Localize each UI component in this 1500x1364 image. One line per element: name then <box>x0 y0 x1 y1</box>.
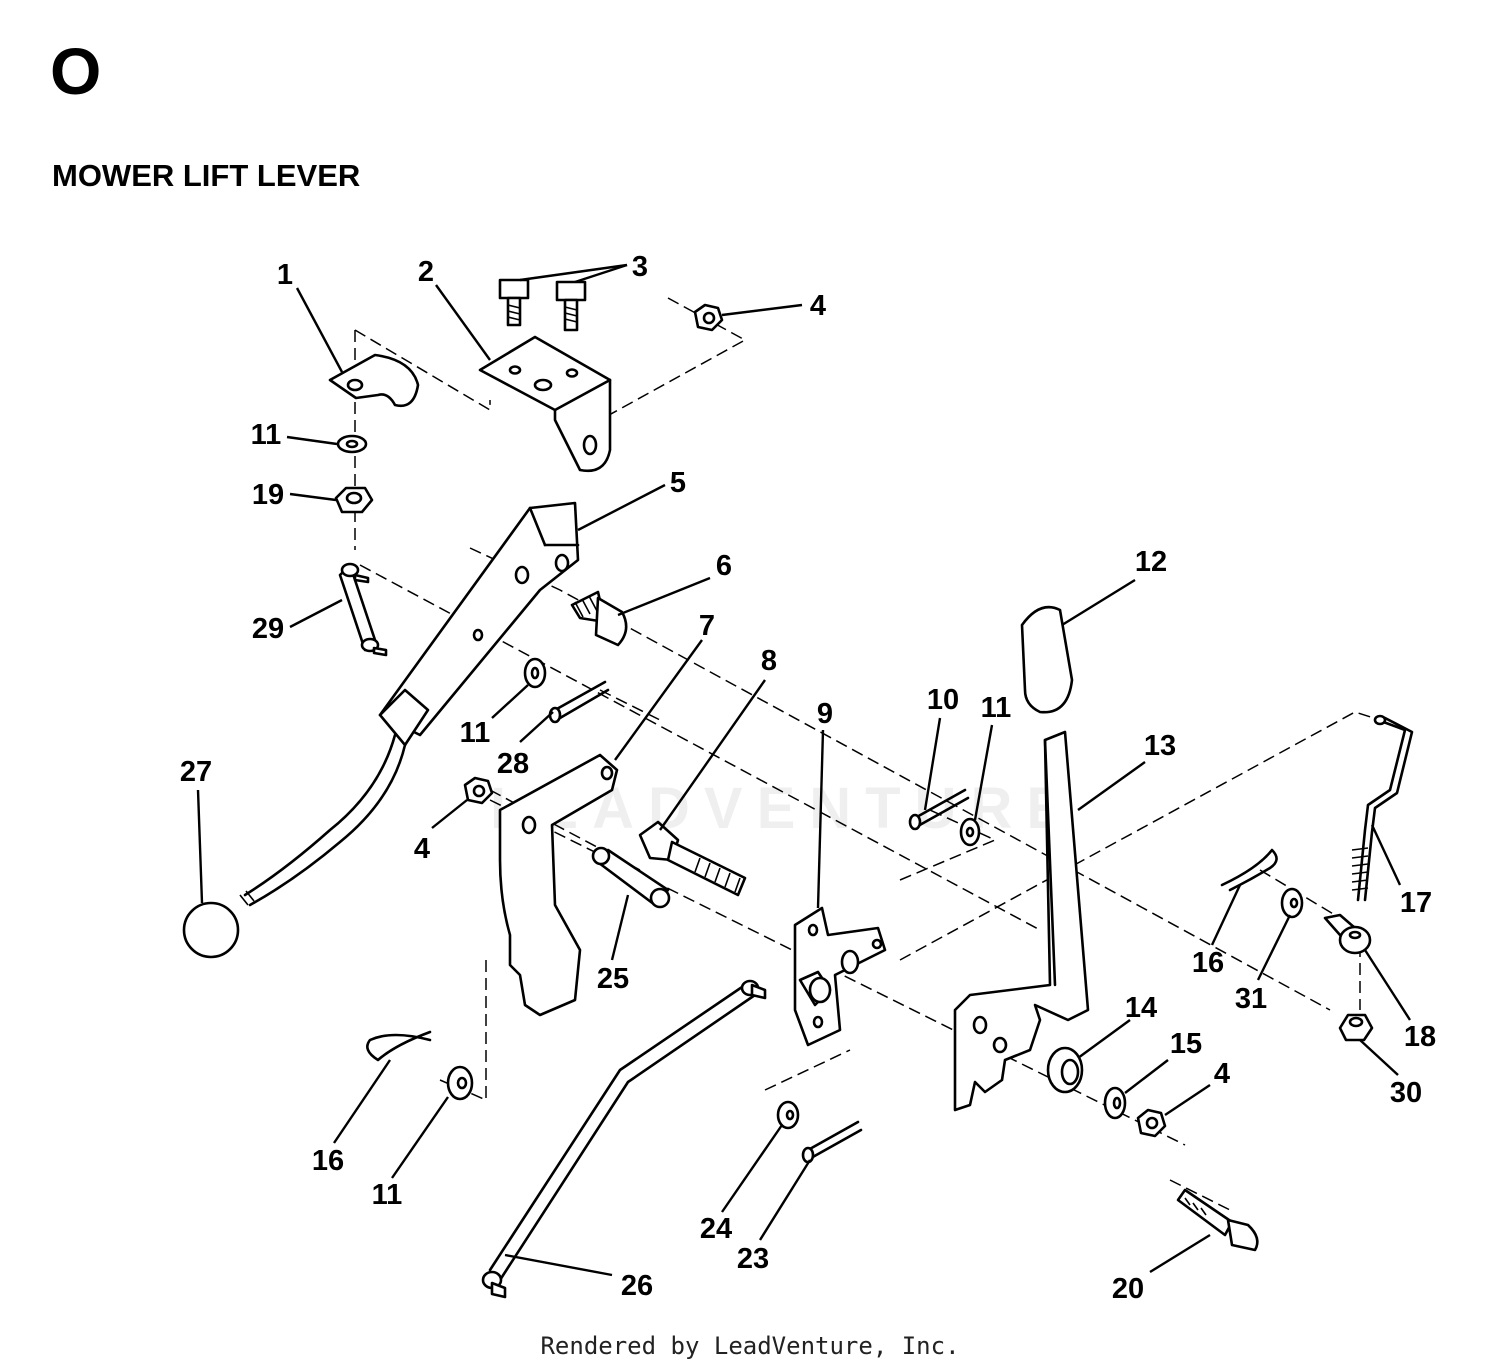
footer-credit: Rendered by LeadVenture, Inc. <box>540 1332 960 1360</box>
part-17-rod <box>1351 714 1414 902</box>
part-7-lift-plate <box>498 753 619 1017</box>
callout-30: 30 <box>1390 1077 1422 1109</box>
callout-11-mid: 11 <box>460 717 491 749</box>
part-4-nut-upper <box>693 303 724 332</box>
part-16-hairpin-right <box>1220 848 1278 892</box>
part-14-bushing <box>1046 1046 1084 1094</box>
part-8-long-bolt <box>638 820 747 897</box>
part-6-bolt <box>570 590 628 647</box>
callout-8: 8 <box>761 645 777 677</box>
callout-1: 1 <box>277 259 293 291</box>
callout-4-left: 4 <box>414 833 430 865</box>
part-9-pivot-bracket <box>793 906 887 1047</box>
part-13-lever <box>953 730 1090 1112</box>
callout-13: 13 <box>1144 730 1176 762</box>
part-28-cotter-pin <box>548 680 610 724</box>
part-4-nut-right <box>1136 1108 1167 1138</box>
callout-11-right: 11 <box>981 692 1012 724</box>
part-11-washer-mid <box>523 657 547 689</box>
part-15-washer <box>1103 1086 1127 1120</box>
part-5-lift-arm <box>378 501 580 747</box>
callout-5: 5 <box>670 467 686 499</box>
callout-26: 26 <box>621 1270 653 1302</box>
part-10-cotter-pin <box>908 788 970 831</box>
part-29-link <box>338 562 388 657</box>
part-19-nut <box>334 486 374 514</box>
part-18-swivel <box>1323 913 1372 955</box>
callout-16-left: 16 <box>312 1145 344 1177</box>
part-11-washer-left <box>446 1065 474 1101</box>
part-1-cable-clip <box>328 353 420 408</box>
callout-9: 9 <box>817 698 833 730</box>
part-4-nut-left <box>463 776 494 805</box>
diagram-title: MOWER LIFT LEVER <box>52 158 361 193</box>
part-11-washer-right <box>959 817 981 847</box>
callout-18: 18 <box>1404 1021 1436 1053</box>
callout-31: 31 <box>1235 983 1267 1015</box>
callout-25: 25 <box>597 963 629 995</box>
callout-11-lower: 11 <box>372 1179 403 1211</box>
part-25-spacer-tube <box>591 846 671 909</box>
callout-2: 2 <box>418 256 434 288</box>
callout-17: 17 <box>1400 887 1432 919</box>
callout-28: 28 <box>497 748 529 780</box>
callout-leaders <box>196 263 1412 1277</box>
section-letter: O <box>50 34 102 108</box>
callout-27: 27 <box>180 756 212 788</box>
callout-3: 3 <box>632 251 648 283</box>
callout-23: 23 <box>737 1243 769 1275</box>
callout-16-right: 16 <box>1192 947 1224 979</box>
callout-labels: 1 2 3 4 4 4 5 6 7 8 9 10 11 11 11 11 12 … <box>180 251 1436 1305</box>
part-16-hairpin-left <box>366 1030 432 1062</box>
callout-6: 6 <box>716 550 732 582</box>
part-12-grip <box>1020 605 1074 714</box>
callout-15: 15 <box>1170 1028 1202 1060</box>
callout-10: 10 <box>927 684 959 716</box>
callout-24: 24 <box>700 1213 732 1245</box>
part-31-washer <box>1280 887 1304 919</box>
callout-12: 12 <box>1135 546 1167 578</box>
part-30-nut <box>1338 1013 1374 1042</box>
callout-14: 14 <box>1125 992 1157 1024</box>
part-23-cotter-pin <box>801 1120 863 1164</box>
part-26-lift-link-rod <box>481 979 767 1299</box>
part-2-mounting-bracket <box>478 335 612 473</box>
part-20-bolt <box>1176 1188 1259 1252</box>
callout-4-upper: 4 <box>810 290 826 322</box>
callout-4-right: 4 <box>1214 1058 1230 1090</box>
part-11-washer-upper <box>336 434 368 454</box>
part-3-bolts <box>498 278 587 332</box>
part-27-knob-rod <box>182 733 407 959</box>
callout-7: 7 <box>699 610 715 642</box>
part-24-washer <box>776 1100 800 1130</box>
callout-29: 29 <box>252 613 284 645</box>
callout-19: 19 <box>252 479 284 511</box>
callout-11-upper: 11 <box>251 419 282 451</box>
callout-20: 20 <box>1112 1273 1144 1305</box>
